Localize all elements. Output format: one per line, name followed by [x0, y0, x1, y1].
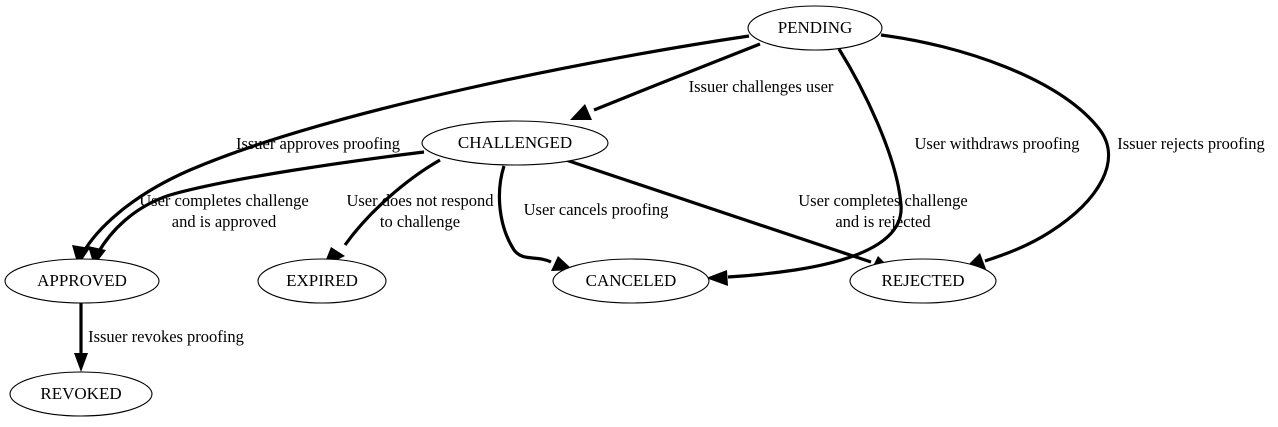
node-expired-label: EXPIRED [286, 271, 358, 290]
edge-label-approved-revoked: Issuer revokes proofing [88, 327, 244, 346]
edge-label-challenged-approved-line2: and is approved [172, 212, 277, 231]
edge-challenged-canceled-path [497, 165, 552, 264]
edge-pending-canceled-path [727, 48, 903, 279]
edge-challenged-expired-path [343, 158, 441, 246]
edge-label-challenged-canceled: User cancels proofing [524, 200, 669, 219]
edge-label-pending-canceled: User withdraws proofing [915, 134, 1080, 153]
edge-labels-layer: Issuer approves proofing Issuer challeng… [88, 77, 1265, 346]
edge-challenged-rejected-path [565, 158, 872, 264]
edge-pending-challenged[interactable] [570, 42, 761, 120]
edge-pending-canceled[interactable] [706, 48, 903, 286]
node-approved-ellipse [4, 258, 160, 304]
edge-pending-approved[interactable] [72, 34, 750, 266]
node-expired[interactable]: EXPIRED [257, 258, 387, 304]
edge-pending-approved-path [81, 34, 750, 254]
edge-challenged-canceled[interactable] [497, 165, 573, 271]
edge-label-pending-approved: Issuer approves proofing [236, 134, 400, 153]
node-approved-label: APPROVED [37, 271, 127, 290]
edge-label-challenged-rejected-line1: User completes challenge [798, 191, 968, 210]
edge-label-challenged-approved: User completes challenge and is approved [139, 191, 309, 231]
node-challenged-label: CHALLENGED [458, 133, 572, 152]
edge-pending-canceled-arrowhead [706, 270, 728, 286]
edge-label-challenged-expired: User does not respond to challenge [346, 191, 494, 231]
edge-label-challenged-rejected: User completes challenge and is rejected [798, 191, 968, 231]
node-canceled[interactable]: CANCELED [552, 258, 710, 304]
node-revoked-ellipse [9, 371, 153, 417]
edge-challenged-approved-path [96, 150, 425, 254]
node-revoked[interactable]: REVOKED [9, 371, 153, 417]
edge-label-challenged-expired-line2: to challenge [380, 212, 460, 231]
node-challenged-ellipse [421, 120, 609, 166]
edge-label-challenged-expired-line1: User does not respond [346, 191, 494, 210]
edge-pending-challenged-path [593, 42, 761, 112]
node-expired-ellipse [257, 258, 387, 304]
node-canceled-label: CANCELED [586, 271, 677, 290]
node-rejected-ellipse [849, 258, 997, 304]
edge-pending-challenged-arrowhead [570, 104, 592, 120]
node-rejected[interactable]: REJECTED [849, 258, 997, 304]
node-revoked-label: REVOKED [40, 384, 121, 403]
node-pending-ellipse [747, 5, 883, 51]
edge-label-challenged-rejected-line2: and is rejected [835, 212, 931, 231]
node-challenged[interactable]: CHALLENGED [421, 120, 609, 166]
node-rejected-label: REJECTED [881, 271, 964, 290]
edge-label-challenged-approved-line1: User completes challenge [139, 191, 309, 210]
node-pending[interactable]: PENDING [747, 5, 883, 51]
edge-challenged-canceled-arrowhead [551, 256, 573, 271]
edge-label-pending-challenged: Issuer challenges user [689, 77, 834, 96]
node-approved[interactable]: APPROVED [4, 258, 160, 304]
edge-label-pending-rejected: Issuer rejects proofing [1117, 134, 1265, 153]
nodes-layer: PENDING CHALLENGED APPROVED EXPIRED CANC… [4, 5, 997, 417]
edge-pending-rejected-path [880, 33, 1111, 263]
node-canceled-ellipse [552, 258, 710, 304]
node-pending-label: PENDING [778, 18, 853, 37]
edge-approved-revoked-arrowhead [74, 353, 88, 372]
edge-approved-revoked[interactable] [74, 303, 88, 372]
